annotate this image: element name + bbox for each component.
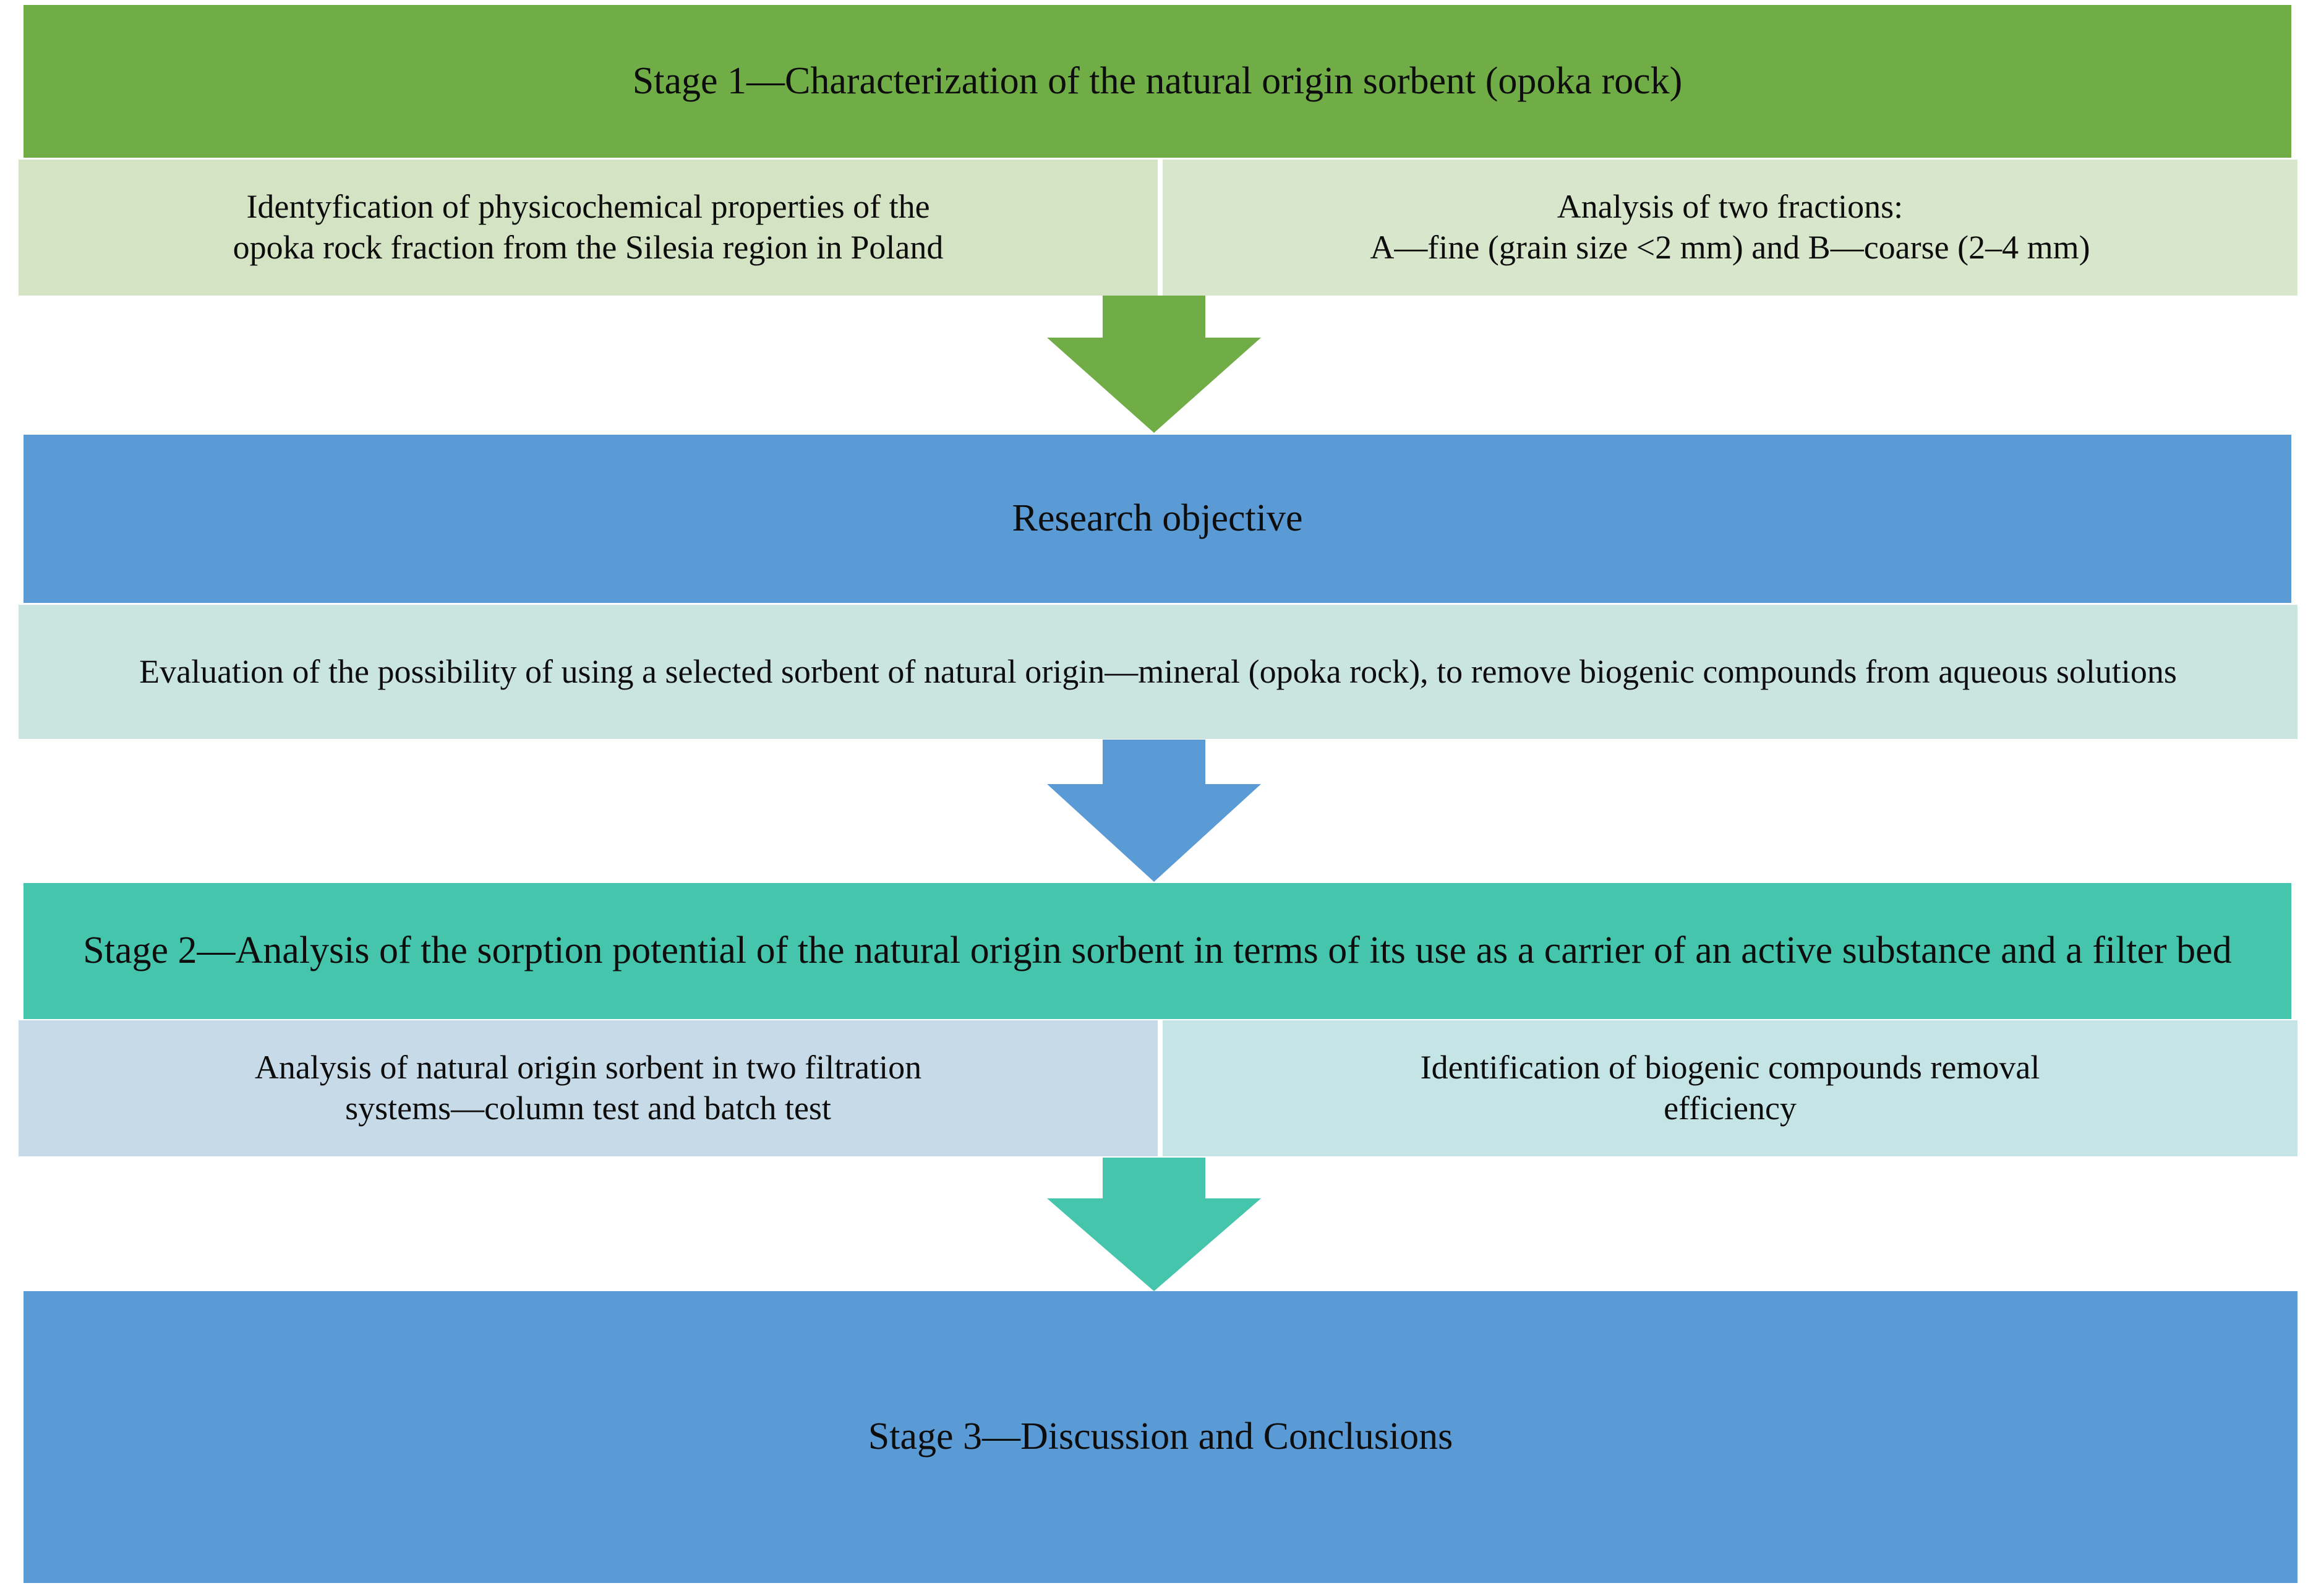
stage2-left-cell: Analysis of natural origin sorbent in tw… — [19, 1020, 1158, 1156]
arrow-objective-to-stage2 — [1047, 740, 1261, 882]
stage1-subrow: Identyfication of physicochemical proper… — [19, 160, 2297, 296]
stage2-right-cell-text: Identification of biogenic compounds rem… — [1420, 1049, 2040, 1127]
research-objective-body-text: Evaluation of the possibility of using a… — [139, 652, 2177, 690]
stage2-right-cell: Identification of biogenic compounds rem… — [1163, 1020, 2297, 1156]
stage2-header-text: Stage 2—Analysis of the sorption potenti… — [83, 929, 2232, 972]
stage1-left-cell: Identyfication of physicochemical proper… — [19, 160, 1158, 296]
arrow-stage1-to-objective — [1047, 296, 1261, 433]
stage3-header-text: Stage 3—Discussion and Conclusions — [868, 1415, 1453, 1458]
research-objective-body-cell: Evaluation of the possibility of using a… — [19, 605, 2297, 739]
arrow-stage2-to-stage3 — [1047, 1158, 1261, 1291]
research-objective-header-text: Research objective — [1012, 497, 1303, 540]
down-arrow-teal-icon — [1047, 1158, 1261, 1291]
stage1-header-box: Stage 1—Characterization of the natural … — [24, 5, 2291, 158]
research-objective-header-box: Research objective — [24, 435, 2291, 603]
stage1-right-cell: Analysis of two fractions: A—fine (grain… — [1163, 160, 2297, 296]
stage1-left-cell-text: Identyfication of physicochemical proper… — [233, 188, 944, 266]
down-arrow-blue-icon — [1047, 740, 1261, 882]
stage1-right-cell-text: Analysis of two fractions: A—fine (grain… — [1370, 188, 2090, 266]
stage2-subrow: Analysis of natural origin sorbent in tw… — [19, 1020, 2297, 1156]
stage3-box: Stage 3—Discussion and Conclusions — [24, 1291, 2297, 1583]
research-objective-subrow: Evaluation of the possibility of using a… — [19, 605, 2297, 739]
stage1-header-text: Stage 1—Characterization of the natural … — [632, 59, 1683, 102]
stage2-header-box: Stage 2—Analysis of the sorption potenti… — [24, 883, 2291, 1019]
stage2-left-cell-text: Analysis of natural origin sorbent in tw… — [254, 1049, 922, 1127]
down-arrow-green-icon — [1047, 296, 1261, 433]
